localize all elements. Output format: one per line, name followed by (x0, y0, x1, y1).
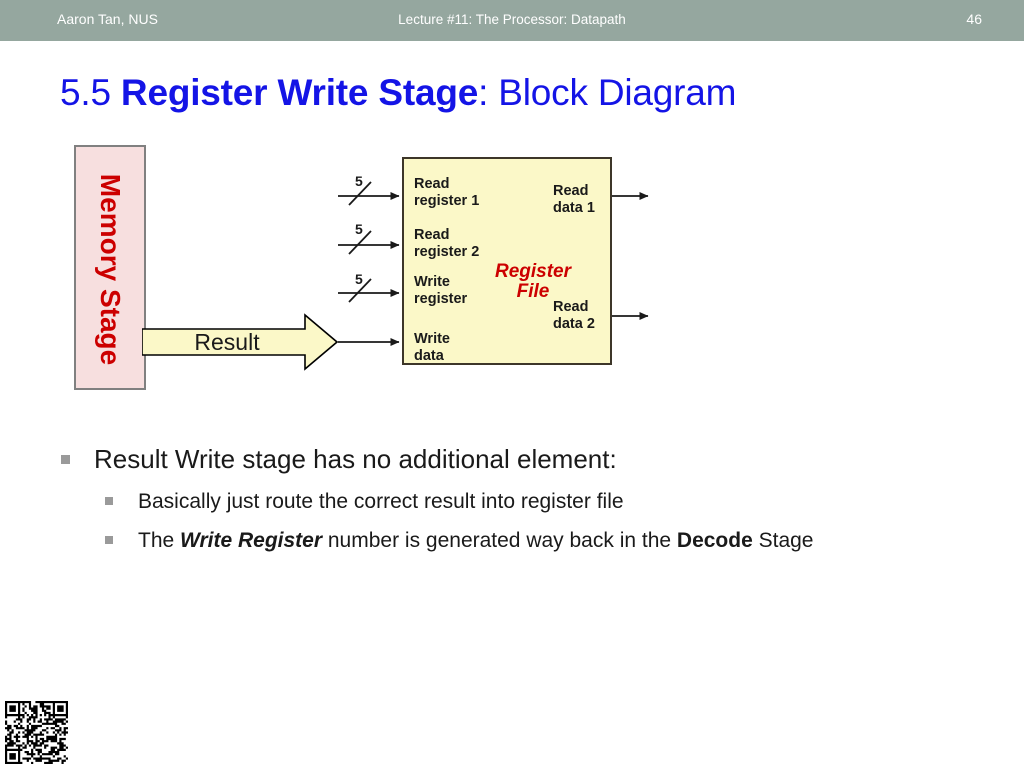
page-title: 5.5 Register Write Stage: Block Diagram (60, 72, 736, 114)
register-file-box (402, 157, 612, 365)
memory-stage-box: Memory Stage (74, 145, 146, 390)
qr-code-icon (5, 701, 68, 764)
bullet-b-pre: The (138, 528, 181, 552)
memory-stage-label: Memory Stage (95, 173, 126, 366)
bit-width-label-1: 5 (355, 173, 363, 189)
result-arrow-shape (142, 313, 338, 371)
header-lecture-title: Lecture #11: The Processor: Datapath (398, 12, 626, 27)
slash-mark-3 (348, 278, 372, 303)
port-label-read-register-2: Read register 2 (414, 227, 480, 261)
bullet-b-emphasis: Write Register (180, 528, 323, 552)
register-file-title: Register File (494, 261, 572, 302)
bit-width-label-3: 5 (355, 271, 363, 287)
bullet-level2-b: The Write Register number is generated w… (60, 527, 960, 554)
result-arrow-label: Result (194, 329, 260, 355)
bullet-b-post: Stage (752, 528, 814, 552)
port-label-read-register-1: Read register 1 (414, 176, 480, 210)
bullet-b-mid: number is generated way back in the (322, 528, 677, 552)
slash-mark-2 (348, 230, 372, 255)
port-label-write-register: Write register (414, 274, 468, 308)
port-label-read-data-1: Read data 1 (553, 183, 595, 217)
slash-mark-1 (348, 181, 372, 206)
title-emphasis: Register Write Stage (120, 72, 479, 113)
bullet-b-strong: Decode (676, 528, 753, 552)
title-number: 5.5 (60, 72, 121, 113)
port-label-write-data: Write data (414, 331, 450, 365)
header-author: Aaron Tan, NUS (57, 11, 158, 27)
port-label-read-data-2: Read data 2 (553, 299, 595, 333)
bullet-level2-a: Basically just route the correct result … (60, 488, 960, 515)
bit-width-label-2: 5 (355, 221, 363, 237)
bullet-level1: Result Write stage has no additional ele… (60, 443, 960, 476)
header-bar (0, 0, 1024, 41)
slide-page-number: 46 (966, 11, 982, 27)
title-suffix: : Block Diagram (478, 72, 737, 113)
bullet-list: Result Write stage has no additional ele… (60, 443, 960, 566)
